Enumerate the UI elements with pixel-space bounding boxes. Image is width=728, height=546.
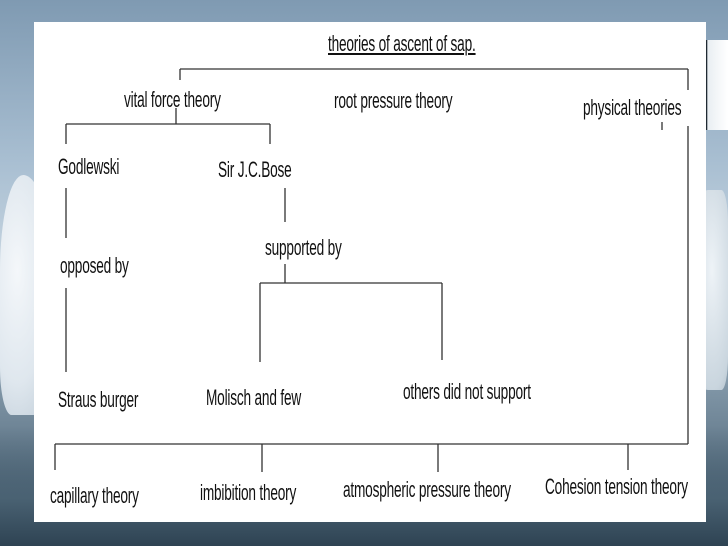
- node-cohesion-tension-theory: Cohesion tension theory: [545, 474, 688, 499]
- node-capillary-theory: capillary theory: [50, 483, 139, 508]
- node-physical-theories: physical theories: [583, 95, 682, 120]
- node-root-pressure-theory: root pressure theory: [334, 88, 453, 113]
- node-supported-by: supported by: [265, 235, 342, 260]
- diagram-title: theories of ascent of sap.: [328, 31, 476, 56]
- slide-panel: [34, 22, 706, 522]
- node-opposed-by: opposed by: [60, 253, 129, 278]
- node-godlewski: Godlewski: [58, 154, 120, 179]
- node-straus-burger: Straus burger: [58, 387, 139, 412]
- node-imbibition-theory: imbibition theory: [200, 480, 297, 505]
- node-atmospheric-pressure-theory: atmospheric pressure theory: [343, 477, 511, 502]
- node-vital-force-theory: vital force theory: [124, 87, 221, 112]
- node-molisch-and-few: Molisch and few: [206, 385, 302, 410]
- node-sir-jc-bose: Sir J.C.Bose: [218, 157, 292, 182]
- node-others-did-not-support: others did not support: [403, 379, 531, 404]
